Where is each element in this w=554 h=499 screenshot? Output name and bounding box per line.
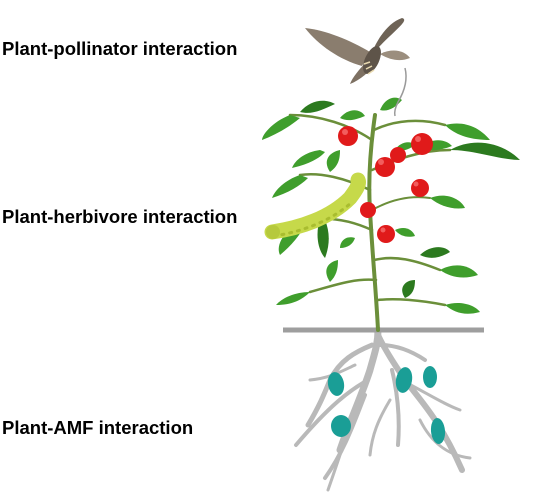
fungal-spore-icon (327, 366, 446, 444)
label-plant-amf: Plant-AMF interaction (2, 417, 194, 438)
moth-icon (305, 18, 410, 117)
tomato-fruit (390, 147, 406, 163)
label-plant-herbivore: Plant-herbivore interaction (2, 206, 238, 227)
label-plant-pollinator: Plant-pollinator interaction (2, 38, 238, 59)
caterpillar-icon (264, 172, 366, 240)
amf-spore (395, 367, 413, 393)
tomato-fruit (377, 225, 395, 243)
amf-spore (430, 418, 446, 444)
amf-spore (423, 366, 437, 388)
tomato-fruit (411, 133, 433, 155)
amf-spore (327, 372, 345, 396)
tomato-plant-icon (262, 97, 520, 332)
tomato-fruit (411, 179, 429, 197)
tomato-fruit (375, 157, 395, 177)
tomato-fruit (360, 202, 376, 218)
amf-spore (331, 415, 351, 437)
roots (294, 326, 472, 492)
tomato-fruit (338, 126, 358, 146)
